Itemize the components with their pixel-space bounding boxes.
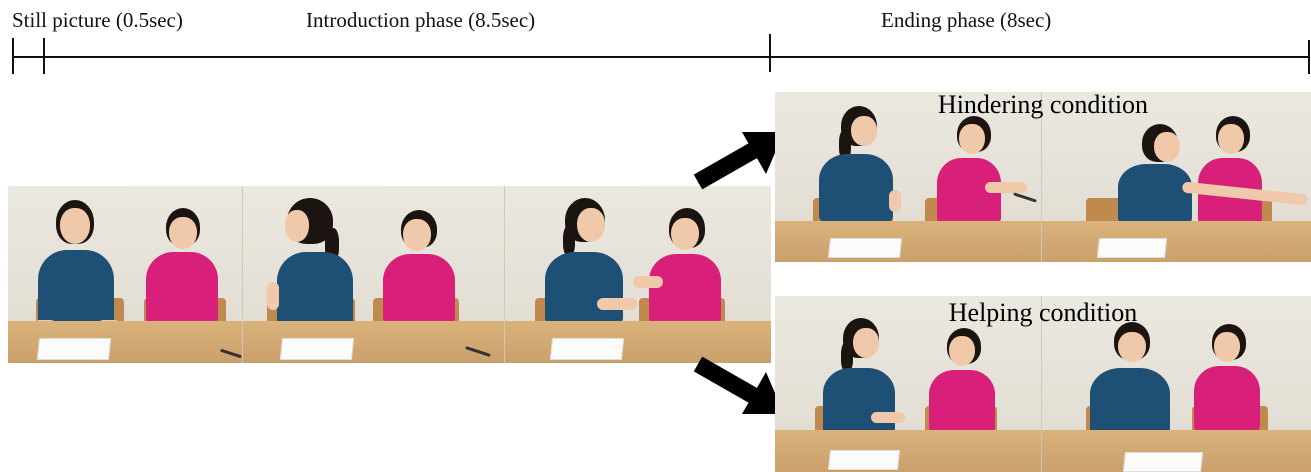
- helping-frame-2: [1041, 296, 1311, 472]
- person-blue: [537, 198, 641, 338]
- tick-end: [1308, 40, 1310, 74]
- person-blue: [267, 198, 369, 338]
- helping-frame-1: [775, 296, 1041, 472]
- person-blue: [1108, 124, 1218, 236]
- tick-intro-end: [769, 34, 771, 72]
- tick-start: [12, 38, 14, 74]
- person-pink: [138, 208, 228, 338]
- person-blue: [1084, 322, 1188, 446]
- arrow-up-right-icon: [693, 132, 784, 190]
- person-blue: [817, 318, 917, 444]
- person-pink: [375, 210, 465, 340]
- person-pink: [925, 328, 1025, 444]
- timeline-axis: [12, 56, 1310, 58]
- person-blue: [30, 200, 130, 340]
- intro-frame-1: [8, 186, 242, 363]
- introduction-phase-label: Introduction phase (8.5sec): [306, 8, 536, 32]
- helping-condition-panel: Helping condition: [775, 296, 1311, 472]
- tick-still-end: [43, 38, 45, 74]
- hindering-frame-1: [775, 92, 1041, 262]
- intro-frame-2: [242, 186, 505, 363]
- hindering-condition-panel: Hindering condition: [775, 92, 1311, 262]
- intro-frame-3: [504, 186, 771, 363]
- person-blue: [813, 106, 913, 236]
- helping-condition-label: Helping condition: [948, 298, 1138, 327]
- hindering-frame-2: [1041, 92, 1311, 262]
- person-pink: [633, 208, 735, 338]
- person-pink: [1190, 324, 1290, 444]
- arrow-down-right-icon: [693, 356, 784, 414]
- person-pink: [933, 116, 1033, 236]
- ending-phase-label: Ending phase (8sec): [881, 8, 1052, 32]
- hindering-condition-label: Hindering condition: [937, 92, 1149, 119]
- introduction-filmstrip: [8, 186, 771, 363]
- still-picture-label: Still picture (0.5sec): [12, 8, 183, 32]
